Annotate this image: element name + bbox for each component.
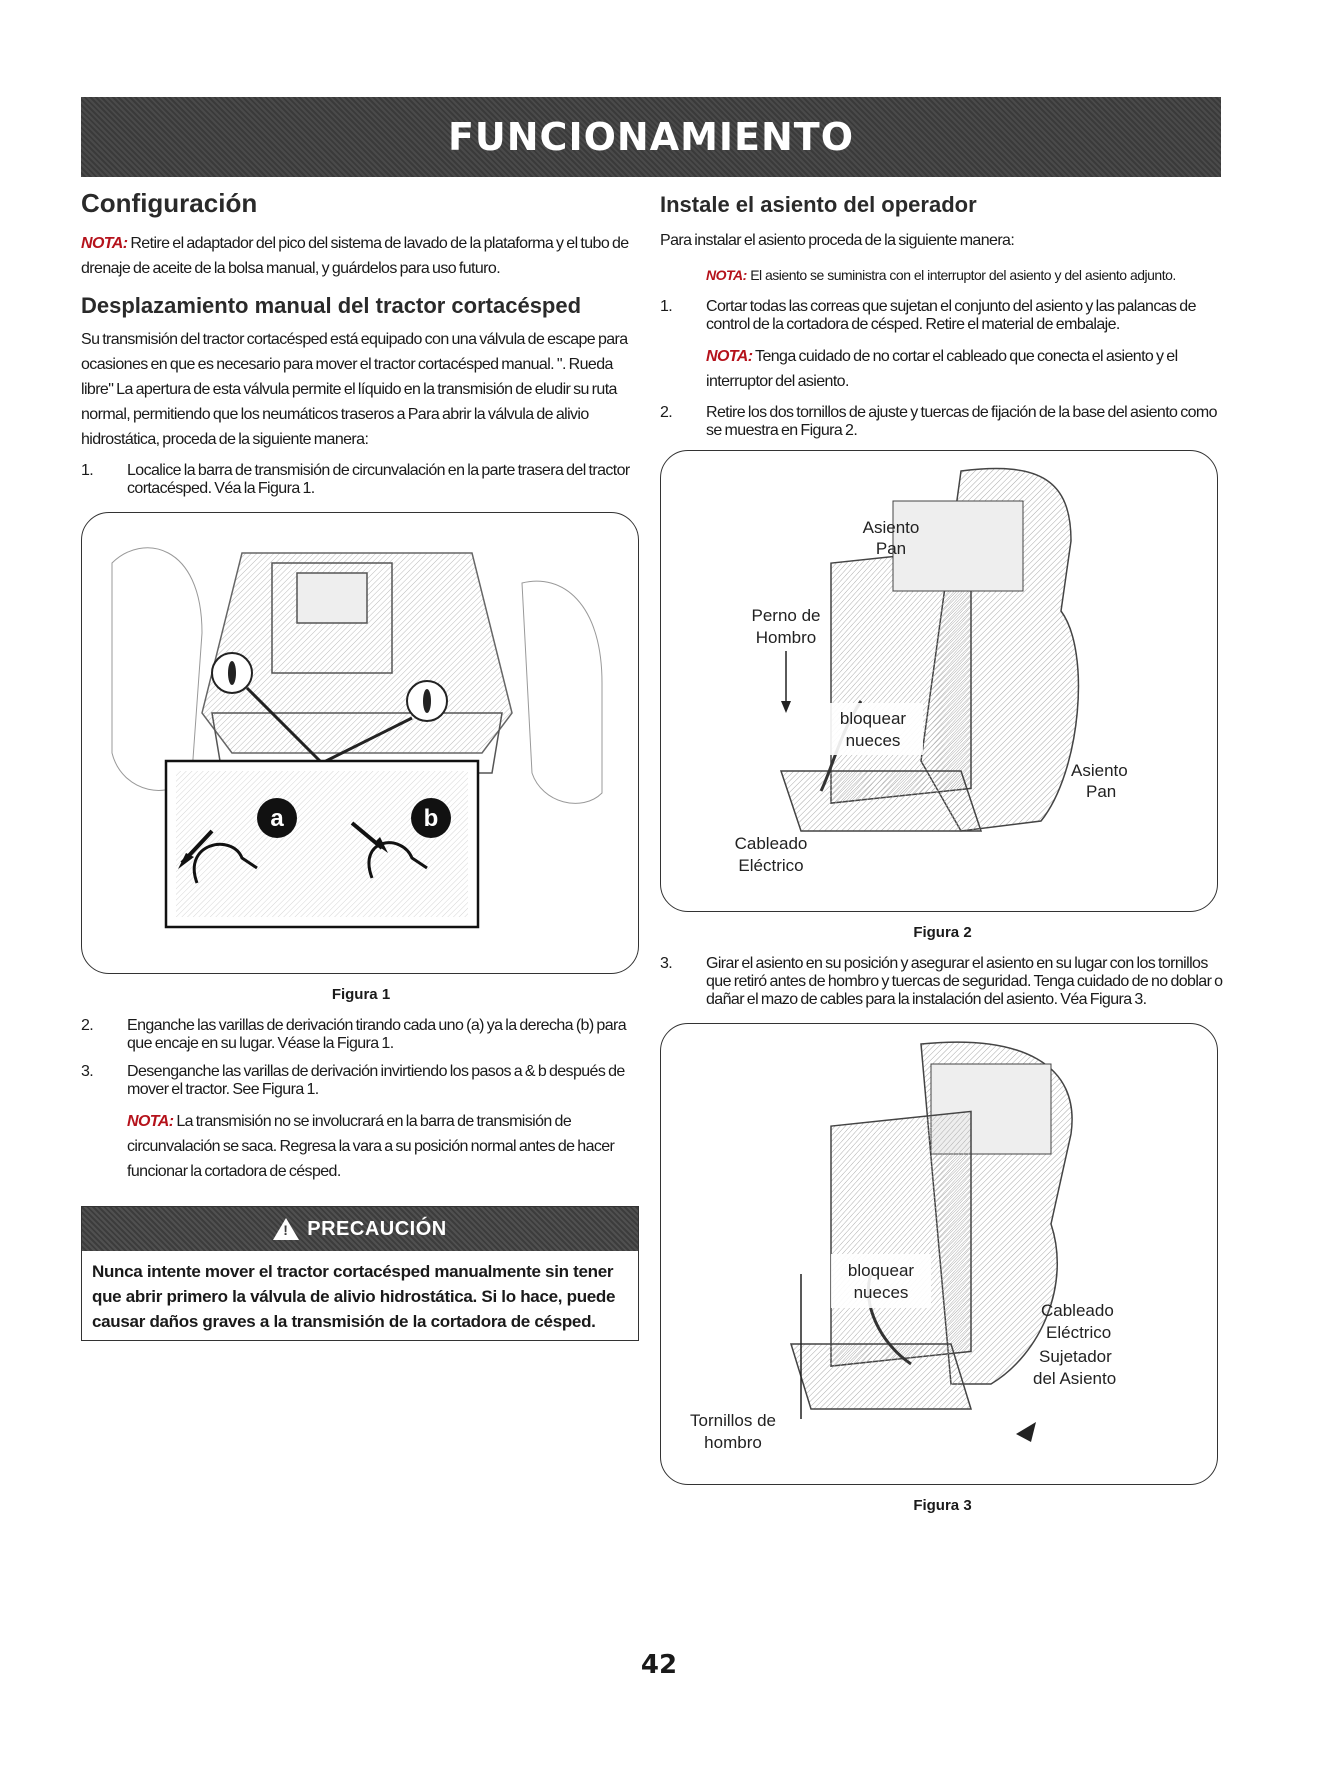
caution-box: PRECAUCIÓN Nunca intente mover el tracto…: [81, 1206, 639, 1341]
nota-label: NOTA:: [706, 267, 747, 283]
fig3-label-cableado-2: Eléctrico: [1046, 1323, 1111, 1342]
fig2-label-bloquear-2: nueces: [846, 731, 901, 750]
caution-text: Nunca intente mover el tractor cortacésp…: [92, 1262, 616, 1331]
step-number: 3.: [81, 1063, 94, 1080]
fig3-label-tornillos-1: Tornillos de: [690, 1411, 776, 1430]
left-column: Configuración NOTA: Retire el adaptador …: [81, 188, 641, 1341]
right-nota-2: NOTA: Tenga cuidado de no cortar el cabl…: [706, 344, 1225, 394]
step-3: 3. Desenganche las varillas de derivació…: [81, 1063, 641, 1099]
subsection-title-desplazamiento: Desplazamiento manual del tractor cortac…: [81, 293, 582, 318]
warning-triangle-icon: [273, 1218, 300, 1240]
right-intro: Para instalar el asiento proceda de la s…: [660, 232, 1015, 249]
fig3-label-bloquear-2: nueces: [854, 1283, 909, 1302]
intro-paragraph: Su transmisión del tractor cortacésped e…: [81, 331, 628, 448]
fig3-label-sujetador-2: del Asiento: [1033, 1369, 1116, 1388]
fig2-label-cableado-2: Eléctrico: [738, 856, 803, 875]
section-title-instale: Instale el asiento del operador: [660, 192, 977, 217]
right-step-2: 2. Retire los dos tornillos de ajuste y …: [660, 404, 1225, 440]
fig2-label-asiento-pan-right-2: Pan: [1086, 782, 1116, 801]
fig2-label-perno-2: Hombro: [756, 628, 816, 647]
right-nota-1: NOTA: El asiento se suministra con el in…: [706, 263, 1225, 288]
figure-2-caption: Figura 2: [913, 924, 972, 941]
step-text: Localice la barra de transmisión de circ…: [127, 462, 630, 497]
step-text: Cortar todas las correas que sujetan el …: [706, 298, 1196, 333]
step-text: Retire los dos tornillos de ajuste y tue…: [706, 404, 1218, 439]
step-2: 2. Enganche las varillas de derivación t…: [81, 1017, 641, 1053]
step-number: 1.: [81, 462, 94, 479]
step-number: 2.: [660, 404, 673, 421]
nota-text: Tenga cuidado de no cortar el cableado q…: [706, 348, 1178, 390]
figure-1-illustration: a b: [111, 547, 603, 929]
step-1: 1. Localice la barra de transmisión de c…: [81, 462, 641, 498]
fig3-label-tornillos-2: hombro: [704, 1433, 762, 1452]
figure-2: Asiento Pan Perno de Hombro bloquear nue…: [660, 450, 1218, 912]
step-number: 2.: [81, 1017, 94, 1034]
nota-text: Retire el adaptador del pico del sistema…: [81, 235, 629, 277]
step-text: Girar el asiento en su posición y asegur…: [706, 955, 1223, 1008]
fig2-label-asiento-pan-right-1: Asiento: [1071, 761, 1128, 780]
nota-paragraph: NOTA: Retire el adaptador del pico del s…: [81, 231, 641, 281]
figure-1-label-b: b: [424, 805, 439, 832]
right-step-1: 1. Cortar todas las correas que sujetan …: [660, 298, 1225, 334]
fig3-label-sujetador-1: Sujetador: [1039, 1347, 1112, 1366]
caution-title: PRECAUCIÓN: [307, 1217, 447, 1240]
figure-1: a b: [81, 512, 639, 974]
nota-paragraph-2: NOTA: La transmisión no se involucrará e…: [127, 1109, 641, 1184]
step-number: 3.: [660, 955, 673, 972]
section-header-bar: FUNCIONAMIENTO: [81, 97, 1221, 177]
step-text: Desenganche las varillas de derivación i…: [127, 1063, 625, 1098]
figure-3: bloquear nueces Cableado Eléctrico Sujet…: [660, 1023, 1218, 1485]
fig2-label-bloquear-1: bloquear: [840, 709, 907, 728]
page-number: 42: [640, 1650, 678, 1680]
fig2-label-cableado-1: Cableado: [735, 834, 808, 853]
fig2-label-perno-1: Perno de: [752, 606, 821, 625]
fig2-label-asiento-pan-top-1: Asiento: [863, 518, 920, 537]
nota-label: NOTA:: [127, 1113, 174, 1130]
right-column: Instale el asiento del operador Para ins…: [660, 188, 1225, 1514]
nota-label: NOTA:: [706, 348, 753, 365]
figure-1-label-a: a: [270, 805, 284, 832]
nota-text: El asiento se suministra con el interrup…: [750, 267, 1176, 283]
right-step-3: 3. Girar el asiento en su posición y ase…: [660, 955, 1225, 1009]
figure-2-illustration: Asiento Pan Perno de Hombro bloquear nue…: [735, 467, 1128, 875]
fig2-label-asiento-pan-top-2: Pan: [876, 539, 906, 558]
figure-1-caption: Figura 1: [331, 986, 391, 1003]
fig3-label-bloquear-1: bloquear: [848, 1261, 915, 1280]
fig3-label-cableado-1: Cableado: [1041, 1301, 1114, 1320]
step-text: Enganche las varillas de derivación tira…: [127, 1017, 627, 1052]
nota-label: NOTA:: [81, 235, 128, 252]
nota-text: La transmisión no se involucrará en la b…: [127, 1113, 615, 1180]
step-number: 1.: [660, 298, 673, 315]
caution-header: PRECAUCIÓN: [82, 1207, 638, 1251]
section-title-configuracion: Configuración: [81, 188, 258, 218]
figure-3-illustration: bloquear nueces Cableado Eléctrico Sujet…: [690, 1041, 1116, 1452]
figure-3-caption: Figura 3: [913, 1497, 972, 1514]
page-title: FUNCIONAMIENTO: [447, 115, 855, 159]
